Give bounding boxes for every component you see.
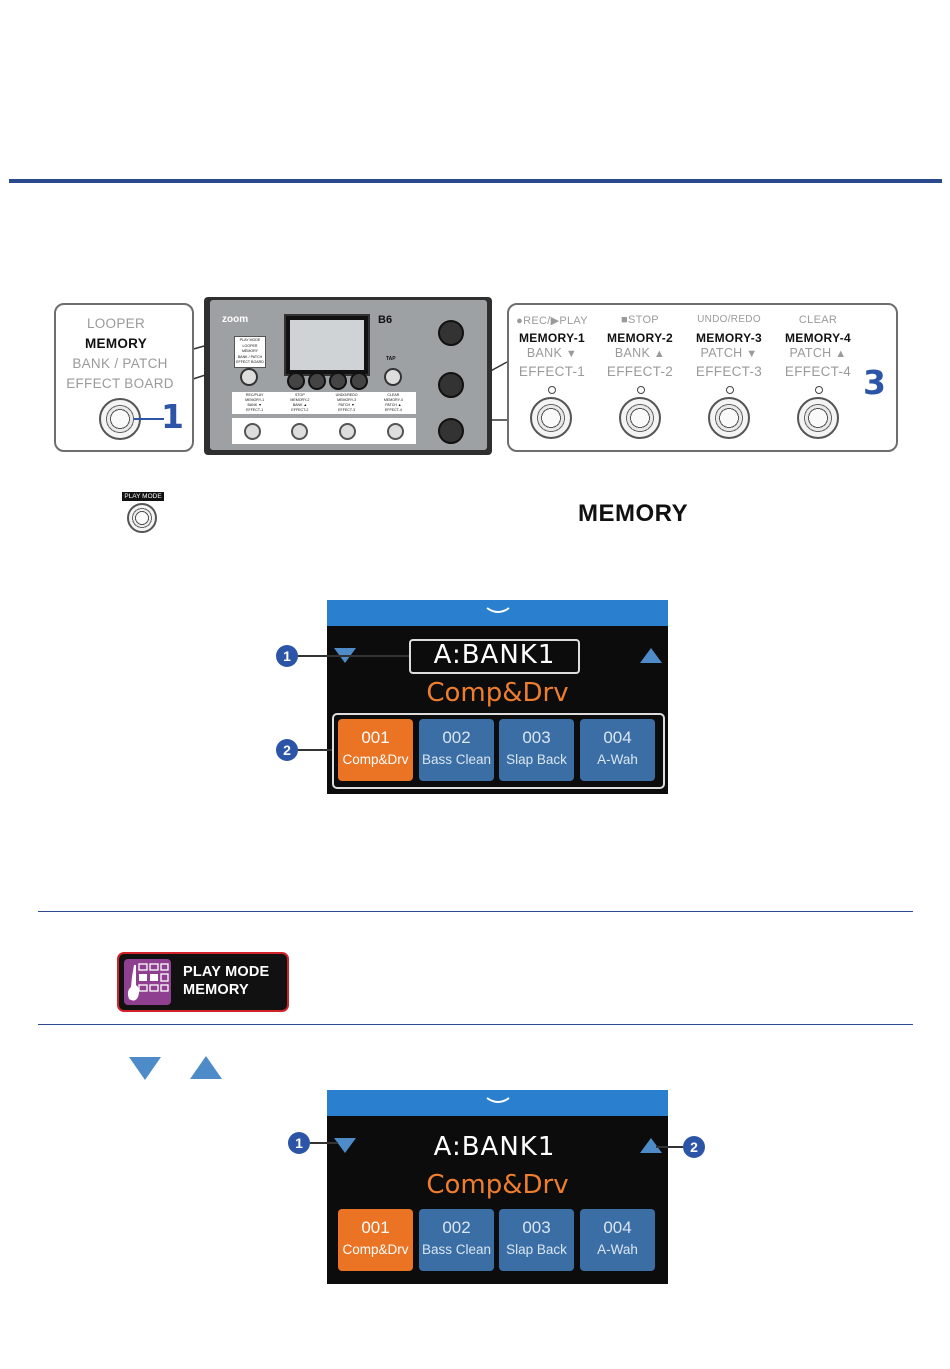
device-screen	[284, 314, 370, 376]
device-tap-label: TAP	[386, 356, 396, 362]
device-mode-switch	[240, 368, 258, 386]
section-divider	[9, 179, 942, 183]
device-jack-2	[438, 418, 464, 444]
device-model: B6	[378, 314, 393, 326]
footswitch-4[interactable]	[797, 397, 839, 439]
bank-highlight-frame	[409, 639, 580, 674]
memory-4-label: MEMORY-4	[785, 331, 851, 345]
device-knob-1	[287, 372, 305, 390]
led-2	[637, 386, 645, 394]
screen-top-bar	[327, 1090, 668, 1116]
device-jack-1	[438, 372, 464, 398]
patch-down-label: PATCH ▼	[700, 346, 758, 360]
stop-label: ■STOP	[621, 314, 659, 326]
device-footswitch-row	[232, 418, 416, 444]
clear-label: CLEAR	[798, 314, 838, 326]
mode-looper-label: LOOPER	[86, 316, 146, 331]
patch-up-label: PATCH ▲	[789, 346, 847, 360]
memory-heading: MEMORY	[578, 500, 689, 527]
triangle-down-icon	[129, 1057, 161, 1080]
bank-name: A:BANK1	[433, 1132, 556, 1162]
bank-down-icon[interactable]	[334, 1138, 356, 1153]
memory-mode-text: MEMORY	[183, 982, 249, 998]
memory-1-label: MEMORY-1	[519, 331, 585, 345]
led-3	[726, 386, 734, 394]
effect-1-label: EFFECT-1	[518, 364, 586, 379]
callout-line	[298, 749, 332, 751]
play-mode-text: PLAY MODE	[183, 964, 270, 980]
chevron-down-icon	[485, 1097, 510, 1103]
callout-badge: 2	[683, 1136, 705, 1158]
mode-select-callout: LOOPER MEMORY BANK / PATCH EFFECT BOARD …	[54, 303, 194, 452]
undo-redo-label: UNDO/REDO	[697, 314, 761, 325]
device-mode-list: PLAY MODE LOOPER MEMORY BANK / PATCH EFF…	[234, 336, 266, 368]
callout-badge: 1	[288, 1132, 310, 1154]
divider	[38, 911, 913, 912]
screen-top-bar	[327, 600, 668, 626]
callout-badge: 2	[276, 739, 298, 761]
brand-logo: zoom	[222, 314, 249, 325]
device-knob-4	[350, 372, 368, 390]
callout-line	[310, 1142, 338, 1144]
led-1	[548, 386, 556, 394]
device-knob-3	[329, 372, 347, 390]
rec-play-label: ●REC/▶PLAY	[516, 315, 588, 327]
callout-leader	[134, 418, 164, 420]
play-mode-button-label: PLAY MODE	[122, 492, 164, 501]
patch-list-frame	[332, 713, 665, 789]
callout-line	[298, 655, 409, 657]
device-expression-knob	[438, 320, 464, 346]
play-mode-memory-icon: PLAY MODE MEMORY	[117, 952, 289, 1012]
device-panel: zoom B6 PLAY MODE LOOPER MEMORY BANK / P…	[210, 300, 487, 450]
led-4	[815, 386, 823, 394]
guitar-grid-icon	[124, 959, 171, 1005]
effect-4-label: EFFECT-4	[784, 364, 852, 379]
callout-badge: 1	[276, 645, 298, 667]
mode-effect-board-label: EFFECT BOARD	[66, 376, 174, 391]
memory-3-label: MEMORY-3	[696, 331, 762, 345]
divider	[38, 1024, 913, 1025]
patch-name: Comp&Drv	[426, 678, 569, 708]
effect-3-label: EFFECT-3	[695, 364, 763, 379]
step-number: 3	[863, 363, 886, 402]
bank-up-label: BANK ▲	[614, 346, 666, 360]
mode-memory-label: MEMORY	[84, 336, 148, 351]
bank-up-icon[interactable]	[640, 1138, 662, 1153]
effect-2-label: EFFECT-2	[606, 364, 674, 379]
footswitch-1[interactable]	[530, 397, 572, 439]
memory-2-label: MEMORY-2	[607, 331, 673, 345]
device-knob-2	[308, 372, 326, 390]
callout-line	[656, 1146, 683, 1148]
bank-down-label: BANK ▼	[526, 346, 578, 360]
bank-up-icon[interactable]	[640, 648, 662, 663]
play-mode-button-icon	[127, 503, 157, 533]
mode-bank-patch-label: BANK / PATCH	[72, 356, 168, 371]
device-tap-switch	[384, 368, 402, 386]
triangle-up-icon	[190, 1056, 222, 1079]
footswitch-2[interactable]	[619, 397, 661, 439]
memory-footswitch-callout: ●REC/▶PLAY MEMORY-1 BANK ▼ EFFECT-1 ■STO…	[507, 303, 898, 452]
bank-name: A:BANK1	[433, 640, 556, 670]
step-number: 1	[161, 397, 184, 436]
chevron-down-icon	[485, 607, 510, 613]
patch-name: Comp&Drv	[426, 1170, 569, 1200]
footswitch-3[interactable]	[708, 397, 750, 439]
